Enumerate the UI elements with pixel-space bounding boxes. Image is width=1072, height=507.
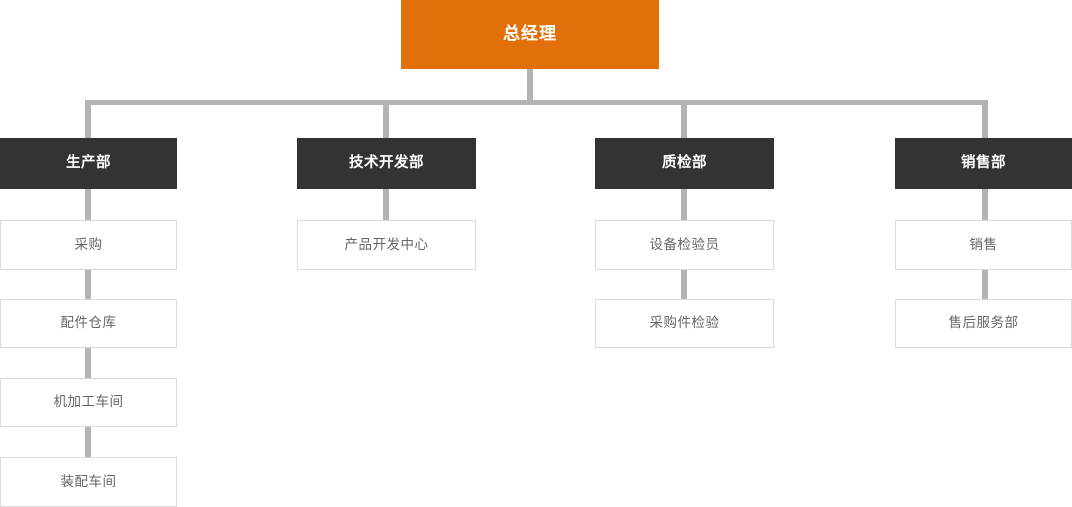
- node-technology-development-department-label: 技术开发部: [349, 154, 424, 171]
- node-procurement-label: 采购: [74, 236, 103, 252]
- node-product-development-center-label: 产品开发中心: [344, 236, 429, 252]
- connector-unit3-to-unit4-col1: [85, 427, 91, 457]
- node-sales-department[interactable]: 销售部: [895, 138, 1072, 189]
- connector-dept3-to-unit1: [681, 189, 687, 220]
- connector-bus-to-dept-2: [383, 100, 389, 138]
- node-machining-workshop[interactable]: 机加工车间: [0, 378, 177, 427]
- node-after-sales-service-department[interactable]: 售后服务部: [895, 299, 1072, 348]
- node-sales[interactable]: 销售: [895, 220, 1072, 270]
- connector-root-stem: [527, 69, 533, 103]
- connector-bus-to-dept-1: [85, 100, 91, 138]
- node-equipment-inspector-label: 设备检验员: [649, 236, 720, 252]
- node-product-development-center[interactable]: 产品开发中心: [297, 220, 476, 270]
- node-production-department[interactable]: 生产部: [0, 138, 177, 189]
- node-production-department-label: 生产部: [66, 154, 111, 171]
- node-sales-label: 销售: [969, 236, 998, 252]
- node-quality-inspection-department-label: 质检部: [662, 154, 707, 171]
- connector-horizontal-bus: [85, 100, 988, 105]
- node-sales-department-label: 销售部: [961, 154, 1006, 171]
- connector-dept1-to-unit1: [85, 189, 91, 220]
- node-parts-warehouse-label: 配件仓库: [60, 315, 117, 331]
- node-equipment-inspector[interactable]: 设备检验员: [595, 220, 774, 270]
- connector-unit2-to-unit3-col1: [85, 348, 91, 378]
- connector-unit1-to-unit2-col3: [681, 270, 687, 299]
- connector-bus-to-dept-3: [681, 100, 687, 138]
- node-quality-inspection-department[interactable]: 质检部: [595, 138, 774, 189]
- node-procurement[interactable]: 采购: [0, 220, 177, 270]
- connector-dept2-to-unit1: [383, 189, 389, 220]
- connector-unit1-to-unit2-col4: [982, 270, 988, 299]
- node-machining-workshop-label: 机加工车间: [53, 394, 124, 410]
- connector-bus-to-dept-4: [982, 100, 988, 138]
- node-general-manager-label: 总经理: [503, 24, 557, 44]
- node-assembly-workshop-label: 装配车间: [60, 473, 117, 489]
- node-after-sales-service-department-label: 售后服务部: [948, 315, 1019, 331]
- node-technology-development-department[interactable]: 技术开发部: [297, 138, 476, 189]
- node-parts-warehouse[interactable]: 配件仓库: [0, 299, 177, 348]
- node-purchased-parts-inspection-label: 采购件检验: [649, 315, 720, 331]
- node-purchased-parts-inspection[interactable]: 采购件检验: [595, 299, 774, 348]
- node-assembly-workshop[interactable]: 装配车间: [0, 457, 177, 507]
- connector-unit1-to-unit2-col1: [85, 270, 91, 299]
- connector-dept4-to-unit1: [982, 189, 988, 220]
- node-general-manager[interactable]: 总经理: [401, 0, 659, 69]
